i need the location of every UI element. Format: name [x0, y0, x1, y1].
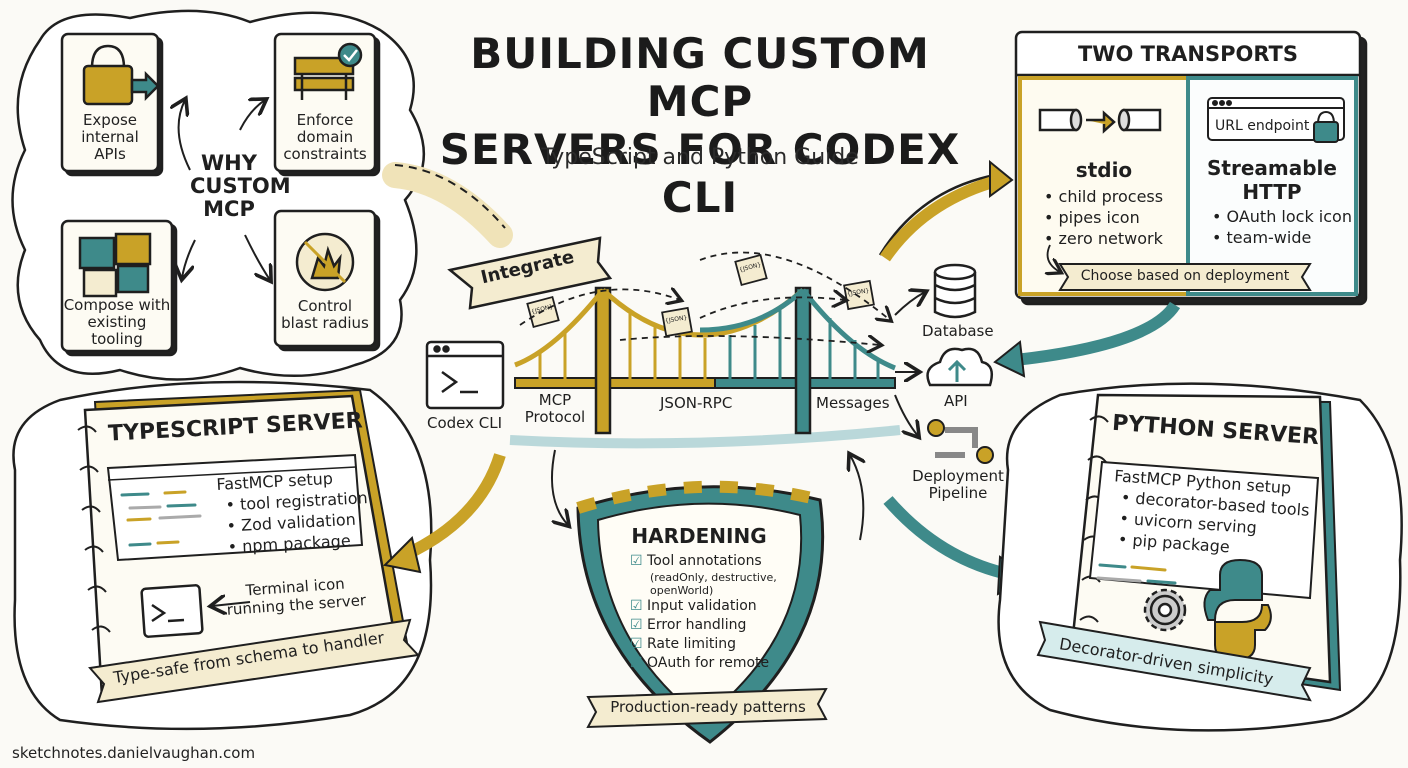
page-subtitle: TypeScript and Python Guide [541, 145, 859, 170]
http-title: Streamable HTTP [1207, 156, 1337, 204]
database-icon [933, 263, 977, 319]
stdio-bullets: • child process • pipes icon • zero netw… [1044, 187, 1164, 248]
checklist-item: ☑ OAuth for remote [630, 655, 770, 671]
terminal-icon [140, 584, 204, 638]
typescript-notebook [12, 380, 433, 731]
url-endpoint-label: URL endpoint [1215, 118, 1310, 134]
codex-cli-label: Codex CLI [427, 414, 503, 432]
card-control-text: Control blast radius [281, 297, 369, 332]
integrate-banner-shape [447, 236, 613, 310]
lock-icon [1313, 110, 1339, 143]
barrier-check-icon [293, 42, 363, 100]
messages-label: Messages [816, 394, 890, 412]
python-setup: FastMCP Python setup • decorator-based t… [1113, 466, 1311, 557]
json-packet [661, 306, 693, 338]
transports-footer: Choose based on deployment [1080, 268, 1290, 284]
checkbox-icon: ☑ [630, 553, 648, 569]
checkbox-icon: ☑ [630, 598, 648, 614]
python-notebook [997, 382, 1403, 732]
checkbox-icon: ☑ [630, 655, 648, 671]
footer-credit: sketchnotes.danielvaughan.com [12, 744, 256, 762]
api-label: API [944, 392, 968, 410]
http-bullets: • OAuth lock icon • team-wide [1212, 207, 1352, 247]
card-expose-text: Expose internal APIs [81, 111, 139, 163]
checklist-item: ☑ Error handling [630, 617, 747, 633]
python-logo-icon [1203, 558, 1272, 662]
cloud-upload-icon [926, 347, 993, 387]
checklist-item: ☑ Rate limiting [630, 636, 737, 652]
pipeline-gears-icon [927, 419, 994, 464]
page-title: BUILDING CUSTOM MCP SERVERS FOR CODEX CL… [439, 29, 961, 222]
card-compose-text: Compose with existing tooling [63, 296, 171, 348]
codex-cli-terminal [425, 340, 505, 410]
stdio-title: stdio [1075, 158, 1133, 182]
transports-title: TWO TRANSPORTS [1077, 42, 1299, 66]
blast-shield-icon [295, 232, 355, 292]
card-enforce-text: Enforce domain constraints [283, 111, 367, 163]
typescript-setup: FastMCP setup • tool registration • Zod … [215, 468, 369, 557]
database-label: Database [922, 322, 994, 340]
hardening-shield [576, 480, 828, 744]
hardening-list: ☑ Tool annotations (readOnly, destructiv… [630, 553, 777, 671]
json-packet [526, 295, 560, 329]
hardening-title: HARDENING [631, 524, 767, 548]
padlock-arrow-icon [82, 44, 160, 106]
transports-ribbon [1058, 263, 1312, 291]
pipes-icon [1038, 108, 1162, 134]
checkbox-icon: ☑ [630, 617, 648, 633]
checklist-item: ☑ Input validation [630, 598, 757, 614]
bridge-illustration [509, 286, 901, 449]
gear-icon [1143, 588, 1187, 632]
checklist-item: ☑ Tool annotations [630, 553, 762, 569]
python-ribbon [1036, 620, 1312, 702]
ts-ribbon [88, 618, 421, 704]
why-custom-heading: WHY CUSTOM MCP [190, 151, 291, 221]
url-endpoint-bar [1207, 97, 1345, 141]
checkbox-icon: ☑ [630, 636, 648, 652]
json-rpc-label: JSON-RPC [660, 394, 733, 412]
hardening-footer: Production-ready patterns [610, 698, 806, 716]
json-packet [734, 253, 768, 287]
deployment-pipeline-label: Deployment Pipeline [912, 467, 1004, 502]
puzzle-icon [78, 232, 152, 298]
mcp-protocol-label: MCP Protocol [524, 391, 586, 426]
